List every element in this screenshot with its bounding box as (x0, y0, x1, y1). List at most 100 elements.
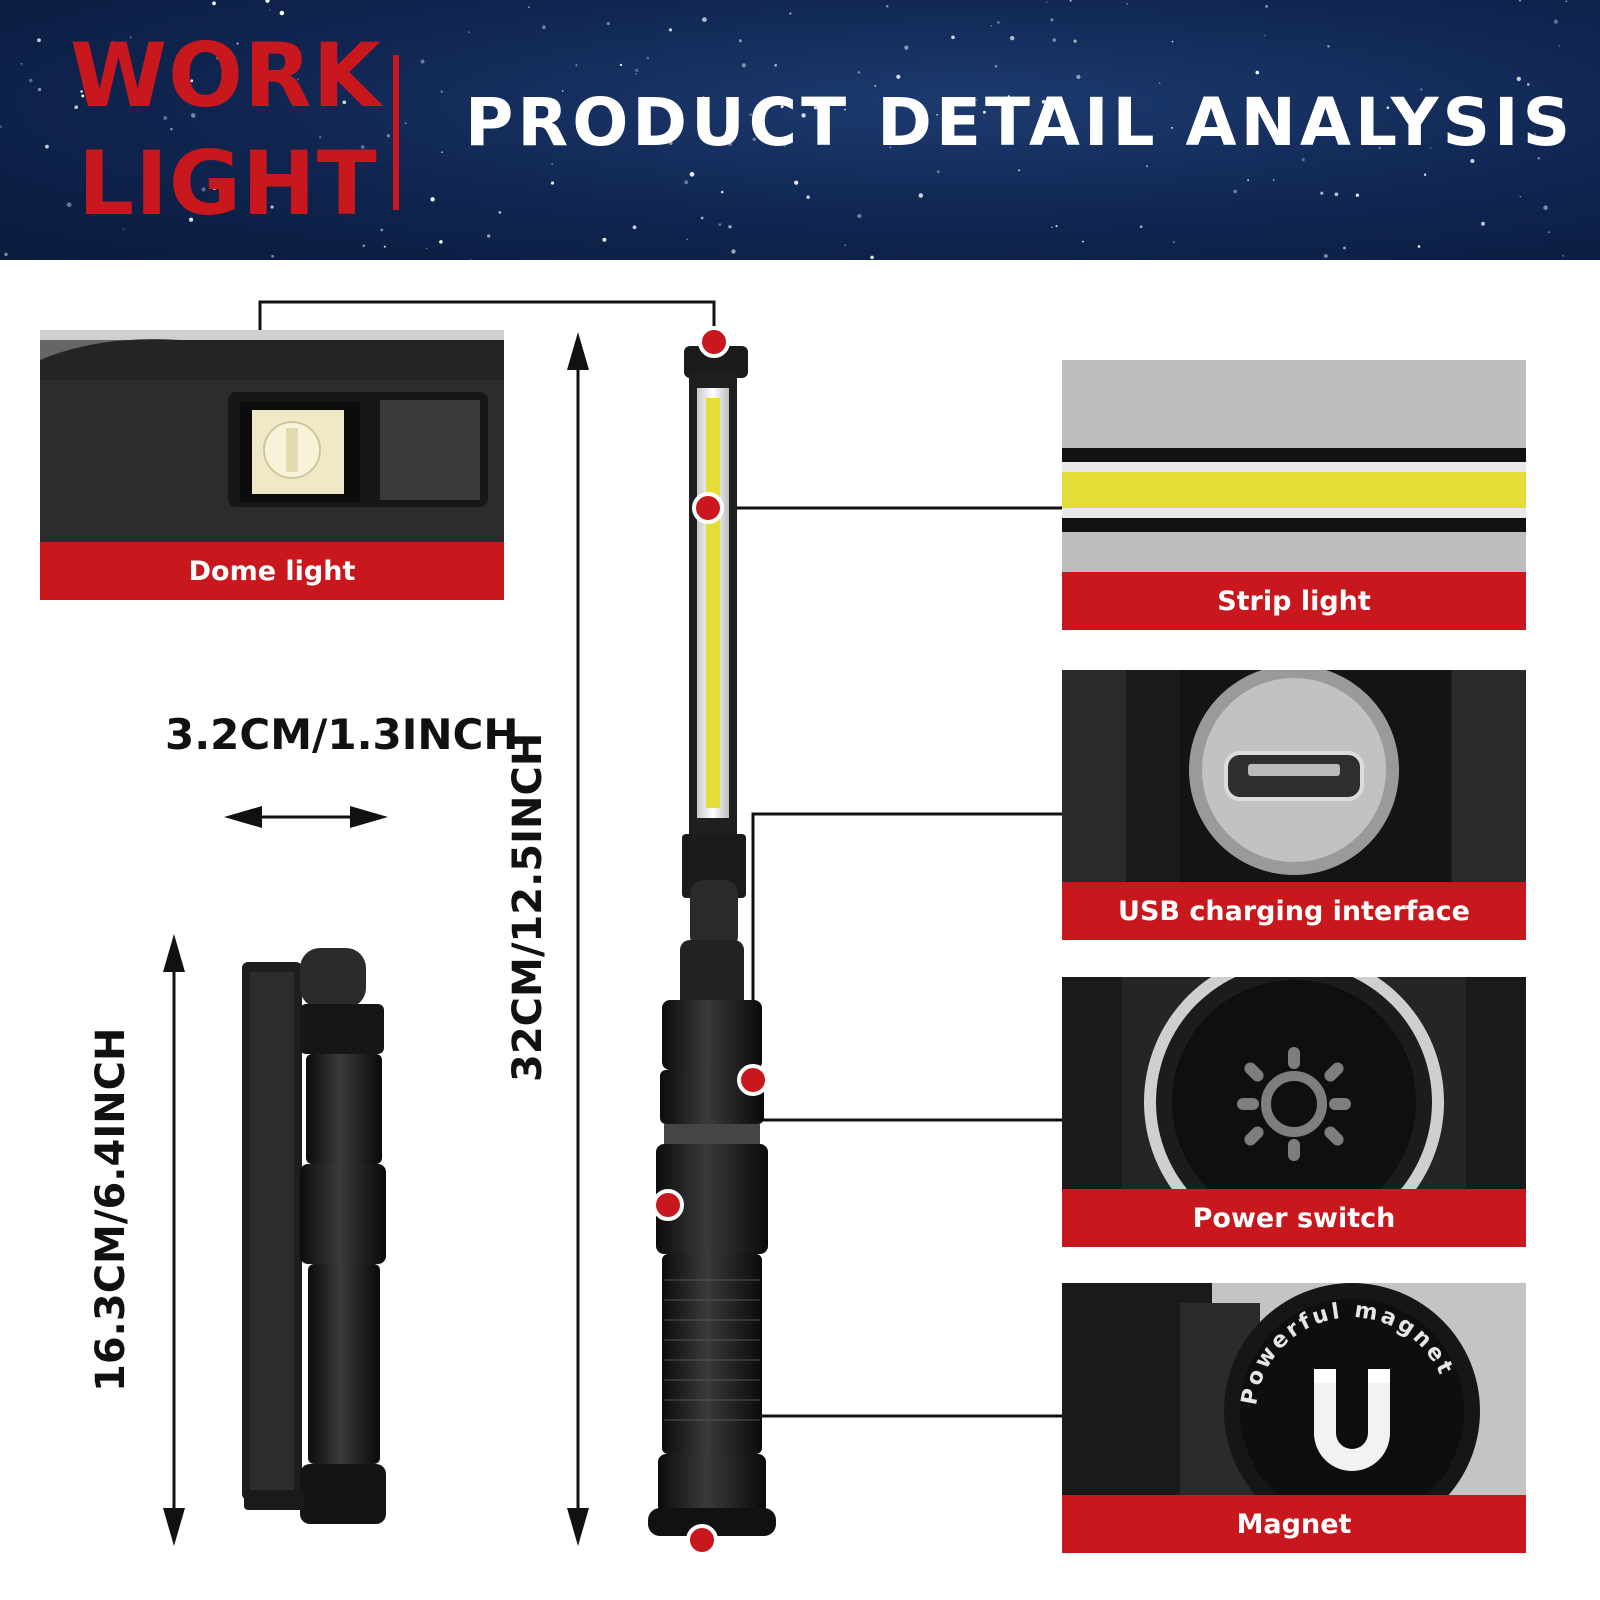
magnet-label: Magnet (1062, 1495, 1526, 1553)
star (297, 78, 299, 80)
star (752, 137, 757, 142)
star (236, 42, 239, 45)
star (1323, 254, 1328, 258)
star (1009, 35, 1015, 41)
star (806, 195, 810, 199)
star (1519, 195, 1522, 198)
strip-callout-dot (692, 492, 724, 524)
star (4, 252, 8, 257)
star (962, 102, 967, 107)
star (1139, 225, 1143, 228)
star (498, 210, 502, 214)
star (1046, 1, 1048, 3)
star (686, 238, 689, 241)
star (1264, 34, 1266, 37)
star (1470, 158, 1475, 164)
sun-icon (1261, 1071, 1327, 1137)
star (741, 63, 746, 68)
star (1301, 158, 1305, 162)
star (80, 90, 83, 93)
star (1011, 100, 1016, 106)
star (129, 36, 132, 39)
star (37, 87, 42, 92)
work-light-folded (242, 948, 386, 1524)
star (74, 105, 79, 110)
star (201, 187, 206, 192)
power-callout-line (666, 1118, 1062, 1206)
star (1171, 40, 1174, 43)
width-dimension: 3.2CM/1.3INCH (165, 710, 519, 759)
star (1386, 106, 1390, 109)
star (190, 79, 194, 83)
star (1565, 0, 1568, 3)
star (1518, 0, 1522, 2)
star (212, 1, 216, 6)
star (718, 223, 722, 226)
folded-length-dimension: 16.3CM/6.4INCH (88, 1027, 134, 1392)
star (441, 151, 444, 154)
star (112, 41, 114, 43)
star (844, 244, 846, 246)
star (1343, 246, 1346, 250)
star (439, 240, 443, 244)
star (561, 90, 564, 92)
star (430, 197, 435, 202)
star (467, 31, 470, 33)
star (1173, 241, 1175, 243)
star (1018, 169, 1021, 172)
star (1007, 95, 1010, 98)
star (470, 258, 472, 260)
star (602, 237, 607, 242)
star (780, 105, 784, 109)
star (265, 0, 270, 3)
star (1553, 19, 1558, 24)
star (426, 248, 428, 250)
star (1126, 138, 1128, 141)
star (1146, 165, 1149, 168)
page-title: PRODUCT DETAIL ANALYSIS (465, 84, 1575, 161)
header-banner: WORK LIGHT PRODUCT DETAIL ANALYSIS (0, 0, 1600, 260)
star (764, 107, 766, 109)
star (66, 202, 72, 208)
star (889, 146, 892, 149)
star (1547, 231, 1551, 234)
star (293, 169, 296, 173)
star (857, 71, 861, 74)
star (708, 130, 710, 133)
star (918, 193, 924, 198)
star (29, 78, 33, 83)
star (635, 68, 639, 73)
star (632, 225, 637, 230)
star (844, 108, 846, 111)
star (551, 163, 553, 165)
star (1283, 106, 1285, 108)
star (619, 63, 623, 67)
star (1076, 74, 1081, 79)
star (1543, 205, 1548, 210)
star (380, 228, 384, 232)
star (1126, 2, 1129, 5)
star (1355, 193, 1360, 197)
power-switch-label: Power switch (1062, 1189, 1526, 1247)
full-length-arrow (567, 332, 589, 1546)
callout-dots (652, 326, 769, 1556)
brand-line-1: WORK (70, 24, 382, 127)
star (700, 216, 704, 220)
star (342, 100, 347, 105)
star (279, 10, 285, 16)
star (1272, 179, 1275, 181)
star (1050, 18, 1054, 22)
star (361, 145, 365, 149)
star (1558, 45, 1561, 48)
star (1417, 245, 1421, 248)
star (575, 64, 578, 67)
magnet-callout-line (700, 1414, 1062, 1540)
star (1562, 254, 1565, 257)
strip-light-panel: Strip light (1062, 360, 1526, 630)
star (383, 245, 386, 248)
star (1051, 226, 1053, 229)
star (1481, 221, 1485, 226)
star (1378, 146, 1381, 150)
brand-line-2: LIGHT (78, 132, 378, 235)
star (783, 144, 786, 147)
